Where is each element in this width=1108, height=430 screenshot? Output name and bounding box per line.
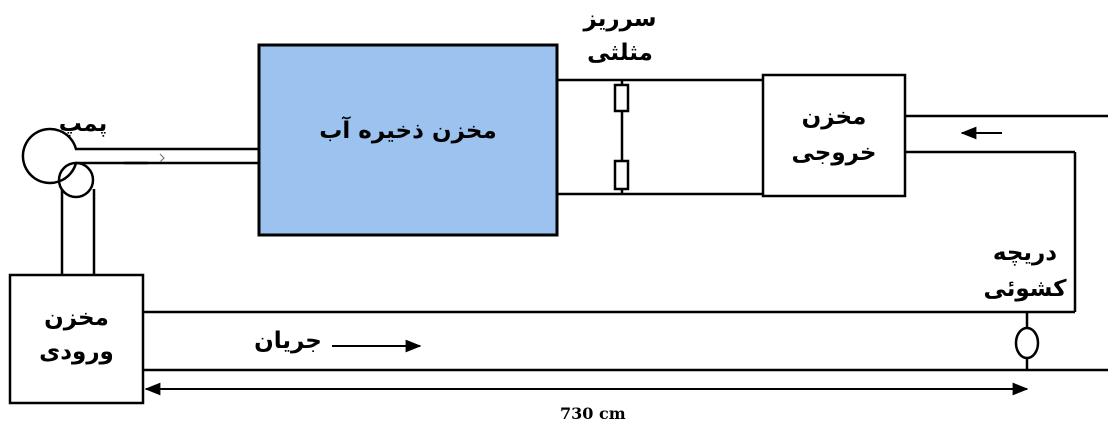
inlet-tank-label-line2: ورودی (39, 339, 114, 365)
storage-tank (257, 43, 559, 237)
sluice-gate-label-line1: دریچه (992, 240, 1058, 266)
storage-tank-label: مخزن ذخیره آب (319, 118, 497, 144)
outlet-tank-label-line1: مخزن (801, 104, 867, 130)
sluice-gate-label-line2: کشوئی (983, 276, 1067, 302)
triangular-weir-label-line2: مثلثی (587, 40, 653, 66)
pump-mark (159, 153, 165, 163)
outlet-tank (761, 73, 907, 198)
pump-label: پمپ (58, 111, 108, 137)
pump-casing (21, 127, 259, 185)
weir-plate-bottom (613, 159, 630, 191)
inlet-tank-label-line1: مخزن (44, 305, 109, 331)
weir-plate-top (613, 83, 630, 113)
inlet-tank (8, 273, 145, 405)
length-label: 730 cm (560, 404, 626, 423)
sluice-gate (1014, 326, 1040, 360)
pump-impeller (57, 161, 95, 199)
triangular-weir-label-line1: سرریز (583, 6, 657, 32)
outlet-tank-label-line2: خروجی (791, 140, 877, 166)
flow-label: جریان (254, 328, 322, 354)
